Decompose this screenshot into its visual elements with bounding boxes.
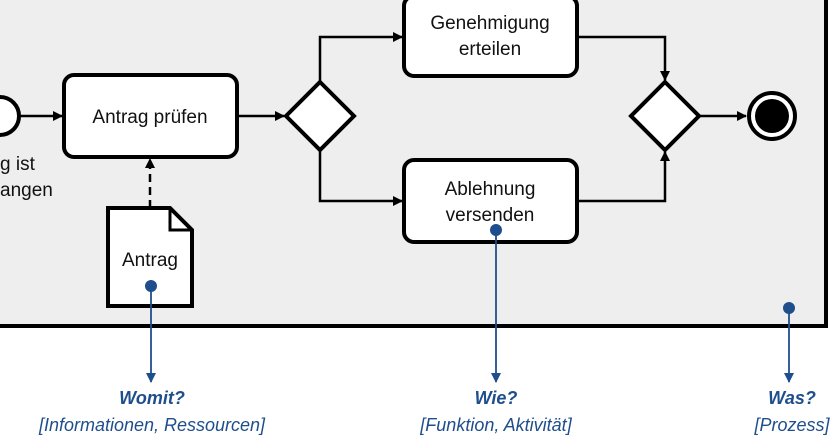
task-grant-approval bbox=[402, 0, 579, 78]
start-event bbox=[0, 95, 21, 137]
document-application-label: Antrag bbox=[122, 250, 178, 271]
task-send-rejection-label-line1: Ablehnung bbox=[445, 179, 536, 200]
document-application bbox=[106, 206, 194, 308]
task-check-application-label: Antrag prüfen bbox=[92, 107, 207, 128]
document-fold bbox=[168, 208, 192, 232]
end-event-inner bbox=[755, 99, 789, 133]
annotation-detail-what: [Prozess] bbox=[753, 415, 830, 435]
annotation-detail-how: [Funktion, Aktivität] bbox=[419, 415, 572, 435]
start-event-label-line2: angen bbox=[0, 180, 53, 201]
task-grant-approval-label-line1: Genehmigung bbox=[430, 13, 549, 34]
join-gateway bbox=[628, 79, 702, 153]
annotation-question-what: Was? bbox=[768, 388, 816, 408]
flow-gateway-to-approve bbox=[318, 32, 403, 82]
flow-approve-to-join bbox=[577, 35, 670, 81]
flow-gateway-to-reject bbox=[318, 150, 403, 206]
start-event-label-line1: g ist bbox=[0, 154, 36, 175]
task-grant-approval-label-line2: erteilen bbox=[459, 39, 521, 60]
task-send-rejection-label-line2: versenden bbox=[446, 205, 535, 226]
flow-reject-to-join bbox=[577, 151, 670, 203]
annotation-detail-what-with: [Informationen, Ressourcen] bbox=[38, 415, 266, 435]
annotation-question-how: Wie? bbox=[475, 388, 518, 408]
annotation-question-what-with: Womit? bbox=[119, 388, 185, 408]
